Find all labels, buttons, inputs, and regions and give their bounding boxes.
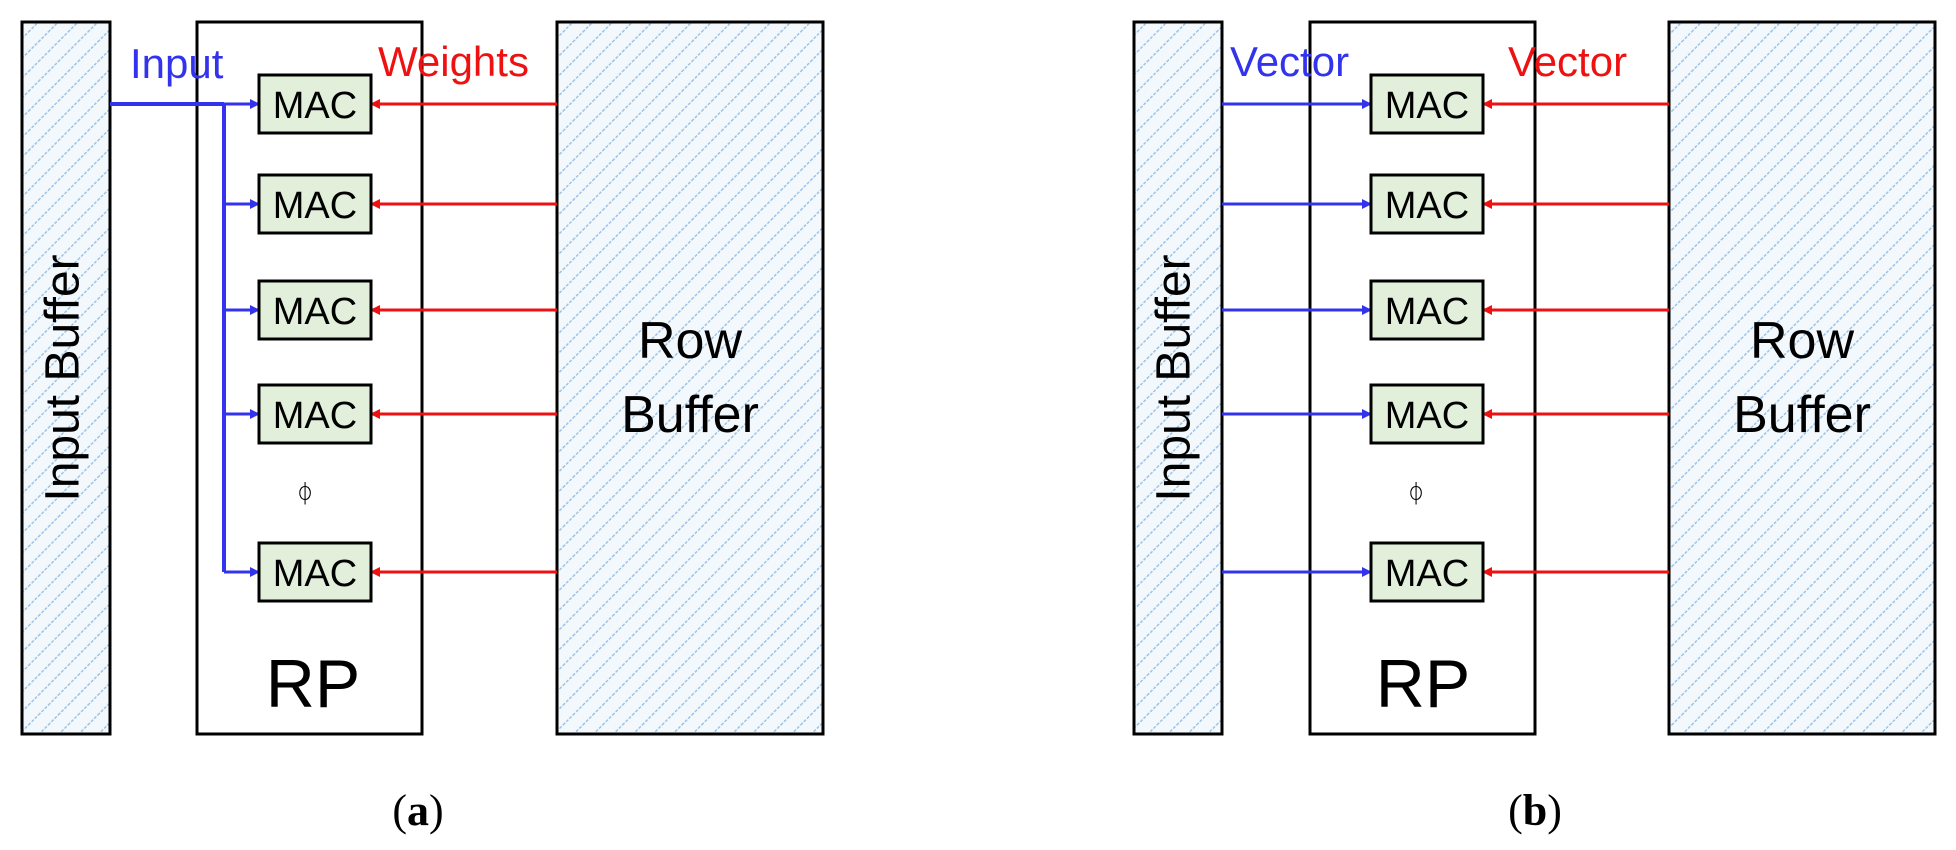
weights-label-a: Weights: [378, 38, 529, 85]
ellipsis-a: ᛰ: [297, 478, 313, 508]
mac-label-a-2: MAC: [273, 185, 357, 227]
mac-unit-b-3: [1369, 279, 1485, 341]
caption-a: (a): [392, 786, 443, 835]
input-buffer-a: [20, 20, 112, 736]
mac-label-b-2: MAC: [1385, 185, 1469, 227]
mac-unit-b-2: [1369, 173, 1485, 235]
row-buffer-label-line2-a: Buffer: [621, 386, 759, 444]
row-buffer-label-line1-a: Row: [638, 312, 742, 370]
vector-label-blue-b: Vector: [1230, 38, 1349, 85]
row-buffer-label-line1-b: Row: [1750, 312, 1854, 370]
vector-label-red-b: Vector: [1508, 38, 1627, 85]
mac-label-b-3: MAC: [1385, 291, 1469, 333]
mac-unit-a-4: [257, 383, 373, 445]
input-buffer-label-a: Input Buffer: [37, 254, 90, 501]
input-label-a: Input: [130, 40, 224, 87]
mac-unit-a-1: [257, 73, 373, 135]
mac-label-b-5: MAC: [1385, 553, 1469, 595]
mac-label-b-1: MAC: [1385, 85, 1469, 127]
row-buffer-b: [1667, 20, 1937, 736]
mac-unit-b-4: [1369, 383, 1485, 445]
row-buffer-label-line2-b: Buffer: [1733, 386, 1871, 444]
rp-label-b: RP: [1376, 646, 1470, 722]
mac-label-a-5: MAC: [273, 553, 357, 595]
mac-unit-b-5: [1369, 541, 1485, 603]
panel-b: Input Buffer RP Row Buffer Vector Vector…: [1132, 20, 1937, 835]
mac-label-a-1: MAC: [273, 85, 357, 127]
ellipsis-b: ᛰ: [1408, 478, 1424, 508]
mac-unit-a-5: [257, 541, 373, 603]
rp-label-a: RP: [266, 646, 360, 722]
mac-unit-a-3: [257, 279, 373, 341]
caption-b: (b): [1508, 786, 1562, 835]
rp-box-b: [1308, 20, 1537, 736]
mac-unit-b-1: [1369, 73, 1485, 135]
mac-label-a-4: MAC: [273, 395, 357, 437]
input-buffer-label-b: Input Buffer: [1148, 254, 1201, 501]
row-buffer-a: [555, 20, 825, 736]
rp-box-a: [195, 20, 424, 736]
panel-a: Input Buffer RP Row Buffer Input Weights…: [20, 20, 825, 835]
mac-label-b-4: MAC: [1385, 395, 1469, 437]
mac-label-a-3: MAC: [273, 291, 357, 333]
mac-unit-a-2: [257, 173, 373, 235]
input-buffer-b: [1132, 20, 1224, 736]
